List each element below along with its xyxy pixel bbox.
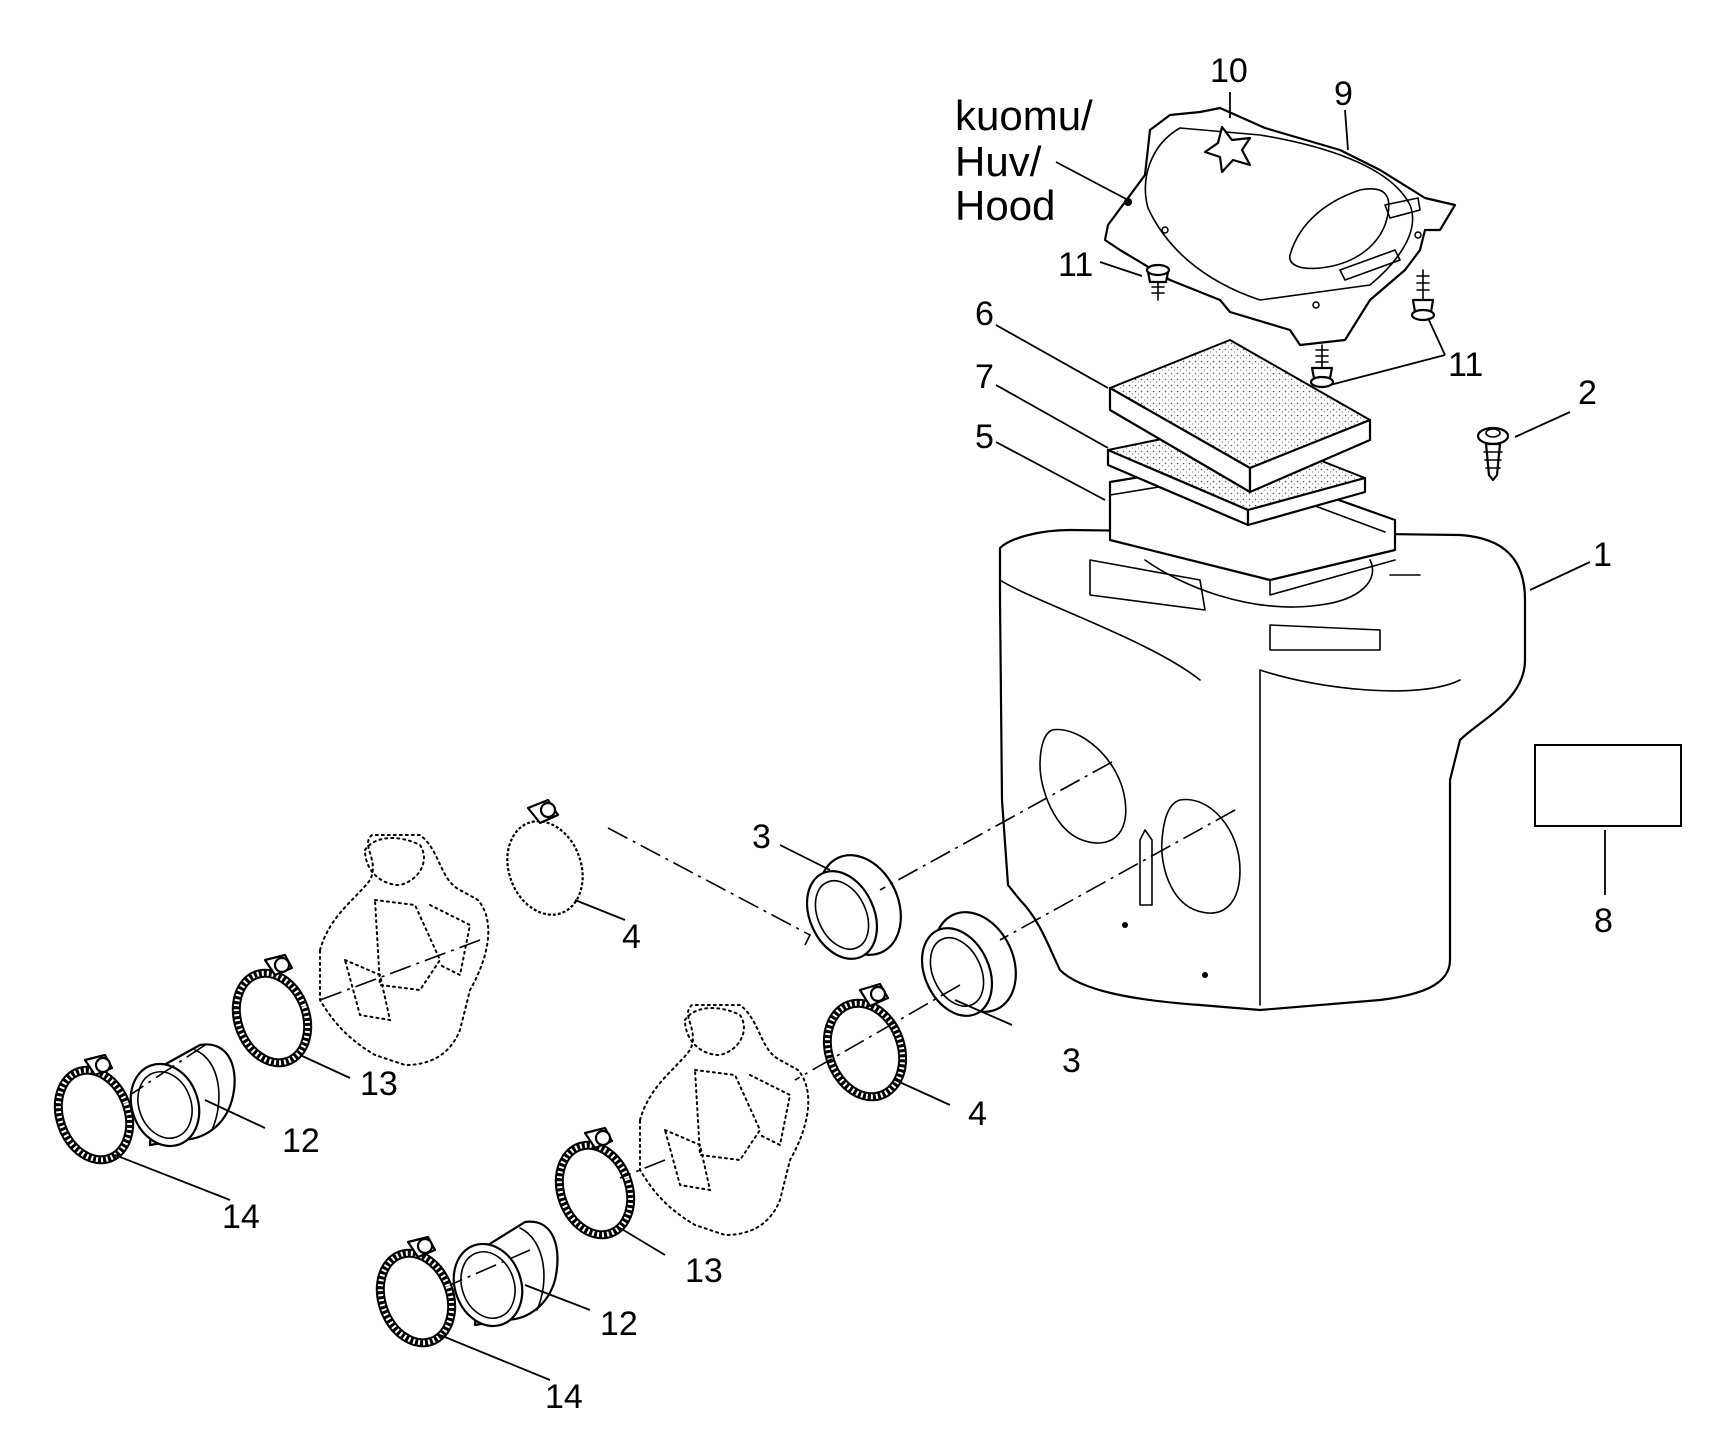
push-rivet <box>1476 426 1510 482</box>
boot-12-lower <box>452 1220 559 1328</box>
callout-6: 6 <box>975 295 994 333</box>
callout-9: 9 <box>1334 75 1353 113</box>
callout-4-upper: 4 <box>622 918 641 956</box>
screw-right <box>1410 269 1436 322</box>
carburetor-ghost-lower <box>639 1004 810 1237</box>
sleeve-3-lower <box>920 911 1017 1017</box>
callout-numbers: 1 2 3 3 4 4 5 6 7 8 9 10 11 11 12 12 13 … <box>222 52 1613 1416</box>
hood-pointer-dot <box>1124 198 1132 206</box>
hood-label-line-2: Huv/ <box>955 138 1042 185</box>
star-decal <box>1203 125 1252 174</box>
carburetor-ghost-upper <box>319 834 490 1067</box>
clamp-14-upper <box>53 1053 135 1165</box>
hood-cover <box>1103 106 1457 347</box>
callout-2: 2 <box>1578 374 1597 412</box>
sleeve-3-upper <box>805 854 902 960</box>
callout-13-lower: 13 <box>685 1252 723 1290</box>
screw-left <box>1145 263 1171 301</box>
hood-label-line-3: Hood <box>955 182 1055 229</box>
clamp-4-upper <box>504 798 586 918</box>
clamp-13-lower <box>554 1126 636 1240</box>
label-box <box>1534 744 1682 827</box>
callout-10: 10 <box>1210 52 1248 90</box>
foam-filter-6 <box>1108 339 1372 494</box>
callout-12-upper: 12 <box>282 1122 320 1160</box>
assembly-axes <box>129 761 1236 1286</box>
leader-lines <box>114 92 1606 1381</box>
clamp-4-lower <box>822 982 908 1102</box>
callout-1: 1 <box>1593 536 1612 574</box>
callout-12-lower: 12 <box>600 1305 638 1343</box>
callout-8: 8 <box>1594 902 1613 940</box>
boot-12-upper <box>129 1043 236 1148</box>
hood-label-line-1: kuomu/ <box>955 92 1093 139</box>
callout-3-upper: 3 <box>752 818 771 856</box>
screw-center <box>1309 344 1335 389</box>
callout-13-upper: 13 <box>360 1065 398 1103</box>
callout-5: 5 <box>975 418 994 456</box>
callout-14-lower: 14 <box>545 1378 583 1416</box>
hood-label: kuomu/ Huv/ Hood <box>955 92 1093 229</box>
callout-11-left: 11 <box>1058 246 1093 284</box>
clamp-13-upper <box>231 953 313 1068</box>
callout-14-upper: 14 <box>222 1198 260 1236</box>
callout-7: 7 <box>975 358 994 396</box>
clamp-14-lower <box>375 1235 457 1348</box>
airbox-housing <box>998 528 1527 1012</box>
callout-4-lower: 4 <box>968 1095 987 1133</box>
callout-11-right: 11 <box>1448 346 1483 384</box>
callout-3-lower: 3 <box>1062 1042 1081 1080</box>
